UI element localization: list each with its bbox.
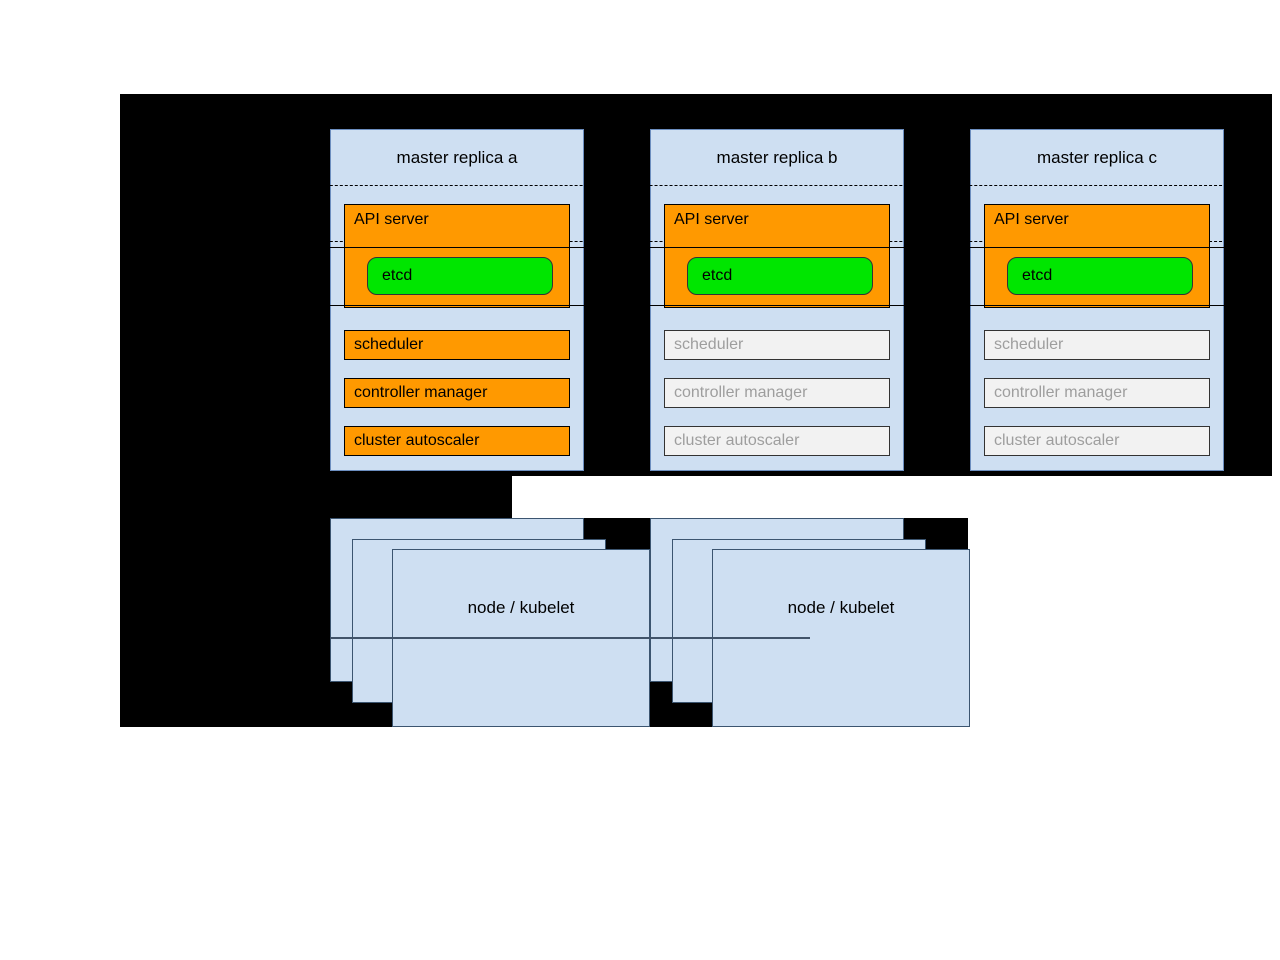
node-stack-2-rule [650, 637, 810, 639]
master-replica-b-title: master replica b [716, 148, 838, 167]
etcd-band-bottom-rule-c [970, 305, 1224, 306]
api-server-block-a[interactable]: API server etcd [344, 204, 570, 308]
etcd-band-top-rule-c [970, 247, 1224, 248]
master-replica-c-title: master replica c [1037, 148, 1157, 167]
component-cluster-autoscaler-b[interactable]: cluster autoscaler [664, 426, 890, 456]
node-stack-2-label: node / kubelet [787, 598, 895, 617]
component-controller-manager-c[interactable]: controller manager [984, 378, 1210, 408]
node-stack-1-label: node / kubelet [467, 598, 575, 617]
component-controller-manager-b[interactable]: controller manager [664, 378, 890, 408]
component-cluster-autoscaler-a[interactable]: cluster autoscaler [344, 426, 570, 456]
component-controller-manager-a[interactable]: controller manager [344, 378, 570, 408]
component-scheduler-c[interactable]: scheduler [984, 330, 1210, 360]
component-cluster-autoscaler-c[interactable]: cluster autoscaler [984, 426, 1210, 456]
etcd-band-top-rule-b [650, 247, 904, 248]
etcd-b[interactable]: etcd [687, 257, 873, 295]
api-plane-top-rule [120, 185, 1272, 186]
component-scheduler-a[interactable]: scheduler [344, 330, 570, 360]
node-stack-1-rule [330, 637, 710, 639]
etcd-band-bottom-rule-b [650, 305, 904, 306]
api-server-block-b[interactable]: API server etcd [664, 204, 890, 308]
api-server-label-a: API server [354, 211, 429, 228]
etcd-band-top-rule-a [330, 247, 584, 248]
backdrop-middle [120, 476, 512, 518]
component-scheduler-b[interactable]: scheduler [664, 330, 890, 360]
master-replica-a-title: master replica a [396, 148, 518, 167]
etcd-c[interactable]: etcd [1007, 257, 1193, 295]
api-server-label-b: API server [674, 211, 749, 228]
etcd-a[interactable]: etcd [367, 257, 553, 295]
api-server-block-c[interactable]: API server etcd [984, 204, 1210, 308]
etcd-band-bottom-rule-a [330, 305, 584, 306]
api-server-label-c: API server [994, 211, 1069, 228]
